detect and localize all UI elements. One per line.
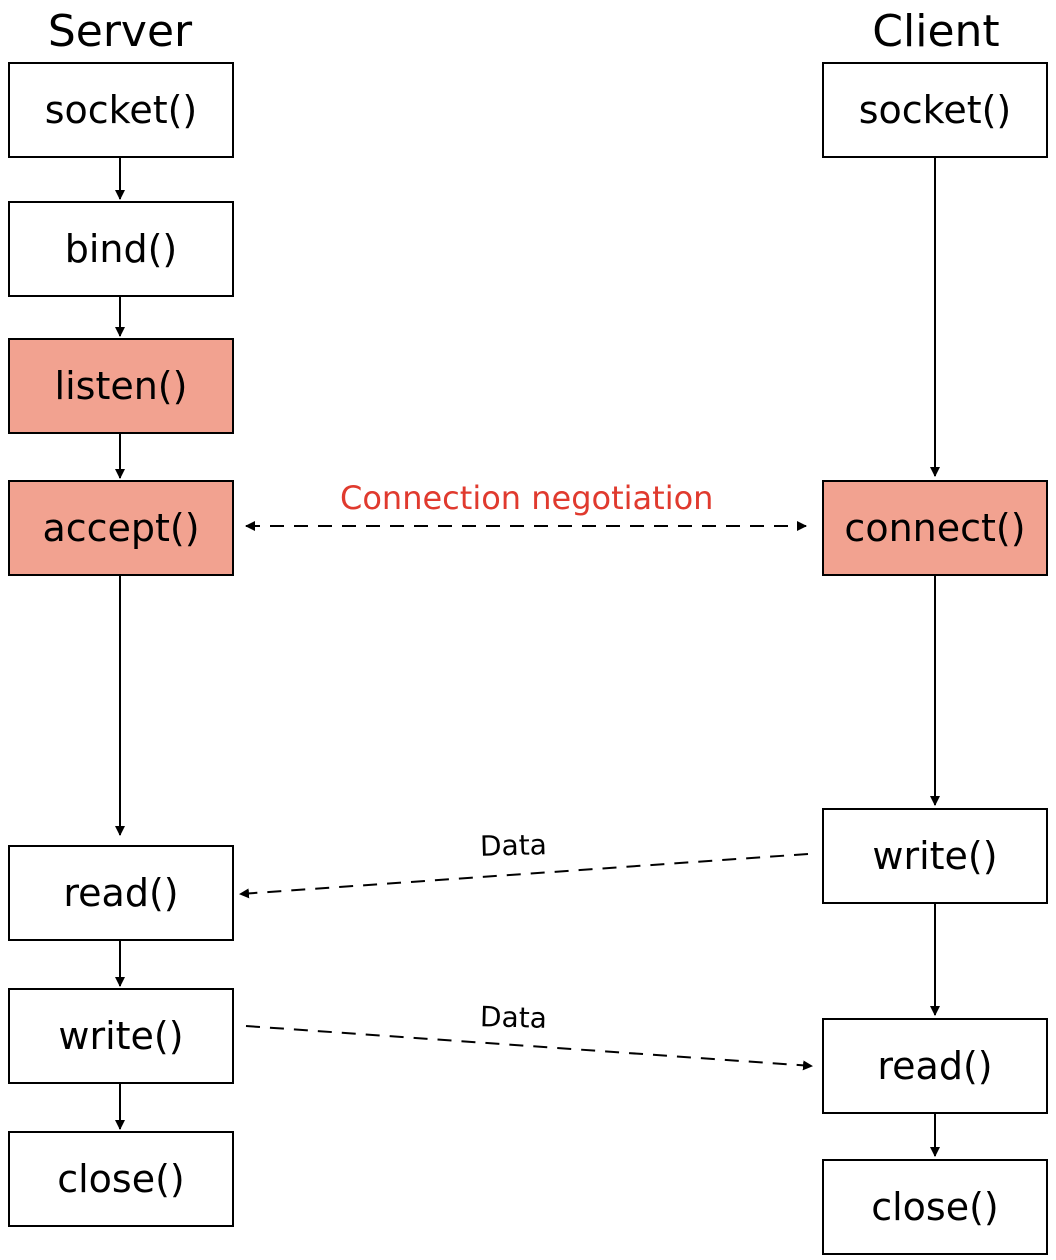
server-socket-box: socket()	[8, 62, 234, 158]
server-bind-box: bind()	[8, 201, 234, 297]
server-accept-box: accept()	[8, 480, 234, 576]
server-column-title: Server	[47, 6, 193, 57]
server-close-box: close()	[8, 1131, 234, 1227]
data-label-server-to-client: Data	[479, 1000, 548, 1035]
data-label-client-to-server: Data	[479, 828, 548, 863]
client-write-box: write()	[822, 808, 1048, 904]
server-listen-box: listen()	[8, 338, 234, 434]
connection-negotiation-label: Connection negotiation	[340, 479, 714, 517]
server-read-box: read()	[8, 845, 234, 941]
client-close-box: close()	[822, 1159, 1048, 1255]
client-socket-box: socket()	[822, 62, 1048, 158]
client-connect-box: connect()	[822, 480, 1048, 576]
server-write-box: write()	[8, 988, 234, 1084]
client-read-box: read()	[822, 1018, 1048, 1114]
client-column-title: Client	[872, 6, 1000, 57]
